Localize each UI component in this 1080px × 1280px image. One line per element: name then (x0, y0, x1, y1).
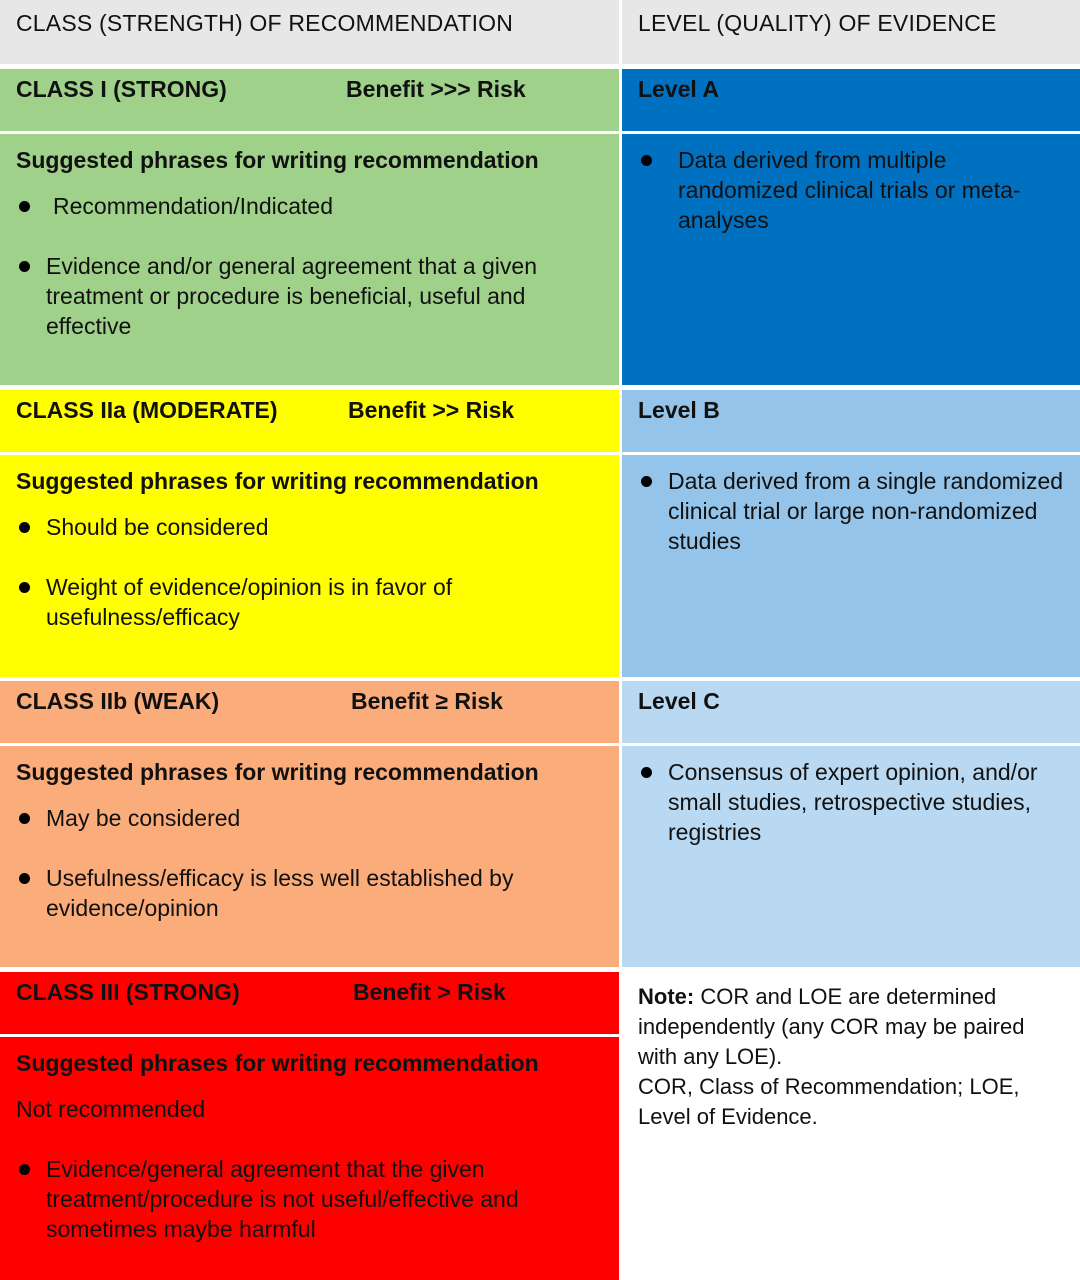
level-a-title-row: Level A (622, 69, 1080, 131)
not-recommended-text: Not recommended (16, 1096, 206, 1122)
list-item: Should be considered (16, 512, 603, 542)
phrase-list: Recommendation/Indicated Evidence and/or… (16, 191, 603, 341)
class-iib-body: Suggested phrases for writing recommenda… (0, 746, 619, 967)
phrase-list: May be considered Usefulness/efficacy is… (16, 803, 603, 923)
class-i-title-row: CLASS I (STRONG) Benefit >>> Risk (0, 69, 619, 131)
level-title: Level B (638, 397, 720, 423)
list-item: Recommendation/Indicated (16, 191, 603, 221)
phrases-heading: Suggested phrases for writing recommenda… (16, 468, 539, 494)
level-b-title-row: Level B (622, 390, 1080, 452)
class-title: CLASS III (STRONG) (16, 979, 240, 1005)
class-title: CLASS IIa (MODERATE) (16, 397, 278, 423)
note-text: COR and LOE are determined independently… (638, 984, 1025, 1069)
list-item: Consensus of expert opinion, and/or smal… (638, 757, 1064, 847)
phrases-heading: Suggested phrases for writing recommenda… (16, 147, 539, 173)
header-left: CLASS (STRENGTH) OF RECOMMENDATION (0, 0, 619, 64)
level-c-title-row: Level C (622, 681, 1080, 743)
level-title: Level A (638, 76, 719, 102)
class-iii-title-row: CLASS III (STRONG) Benefit > Risk (0, 972, 619, 1034)
level-list: Data derived from a single randomized cl… (638, 466, 1064, 556)
level-title: Level C (638, 688, 720, 714)
class-benefit: Benefit > Risk (353, 979, 506, 1005)
level-c-body: Consensus of expert opinion, and/or smal… (622, 746, 1080, 967)
note-label: Note: (638, 984, 695, 1009)
class-benefit: Benefit ≥ Risk (351, 688, 503, 714)
list-item: Data derived from a single randomized cl… (638, 466, 1064, 556)
phrases-heading: Suggested phrases for writing recommenda… (16, 1050, 539, 1076)
class-iia-body: Suggested phrases for writing recommenda… (0, 455, 619, 677)
class-iii-body: Suggested phrases for writing recommenda… (0, 1037, 619, 1280)
phrase-list: Evidence/general agreement that the give… (16, 1154, 603, 1244)
level-a-body: Data derived from multiple randomized cl… (622, 134, 1080, 385)
header-right-text: LEVEL (QUALITY) OF EVIDENCE (638, 10, 997, 36)
list-item: Evidence and/or general agreement that a… (16, 251, 603, 341)
phrase-list: Should be considered Weight of evidence/… (16, 512, 603, 632)
note-block: Note: COR and LOE are determined indepen… (622, 972, 1080, 1280)
class-benefit: Benefit >>> Risk (346, 76, 526, 102)
class-i-body: Suggested phrases for writing recommenda… (0, 134, 619, 385)
class-benefit: Benefit >> Risk (348, 397, 515, 423)
note-abbreviations: COR, Class of Recommendation; LOE, Level… (638, 1074, 1020, 1129)
class-iib-title-row: CLASS IIb (WEAK) Benefit ≥ Risk (0, 681, 619, 743)
phrases-heading: Suggested phrases for writing recommenda… (16, 759, 539, 785)
class-title: CLASS I (STRONG) (16, 76, 227, 102)
header-left-text: CLASS (STRENGTH) OF RECOMMENDATION (16, 10, 514, 36)
header-right: LEVEL (QUALITY) OF EVIDENCE (622, 0, 1080, 64)
list-item: Usefulness/efficacy is less well establi… (16, 863, 603, 923)
level-list: Data derived from multiple randomized cl… (638, 145, 1064, 235)
class-title: CLASS IIb (WEAK) (16, 688, 220, 714)
list-item: Weight of evidence/opinion is in favor o… (16, 572, 603, 632)
level-b-body: Data derived from a single randomized cl… (622, 455, 1080, 677)
class-iia-title-row: CLASS IIa (MODERATE) Benefit >> Risk (0, 390, 619, 452)
level-list: Consensus of expert opinion, and/or smal… (638, 757, 1064, 847)
list-item: May be considered (16, 803, 603, 833)
list-item: Data derived from multiple randomized cl… (638, 145, 1064, 235)
list-item: Evidence/general agreement that the give… (16, 1154, 603, 1244)
